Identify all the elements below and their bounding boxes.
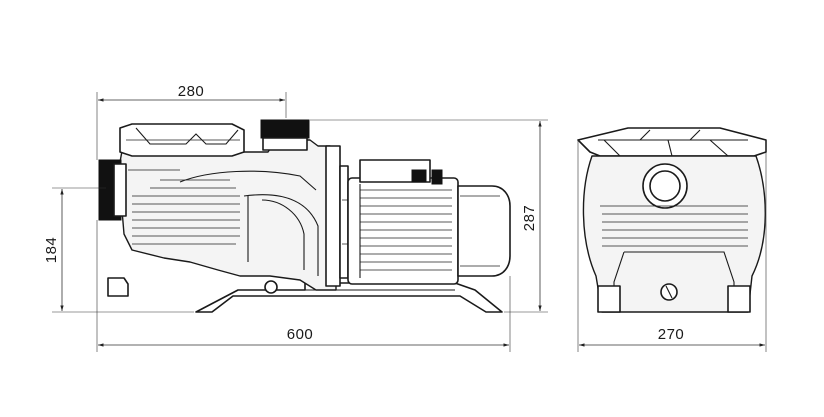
dim-184-label: 184 <box>43 237 60 264</box>
dimension-top-length: 280 <box>96 83 287 160</box>
dimension-inlet-height: 184 <box>43 187 194 313</box>
dim-600-label: 600 <box>287 326 314 343</box>
dim-287-label: 287 <box>521 205 538 232</box>
dimension-overall-length: 600 <box>96 220 511 352</box>
pump-side-view <box>98 119 511 313</box>
base-foot <box>195 282 503 313</box>
dimension-overall-width: 270 <box>577 140 767 352</box>
dim-280-label: 280 <box>178 83 205 100</box>
dim-270-label: 270 <box>658 326 685 343</box>
pump-end-view <box>577 127 767 313</box>
motor <box>347 159 511 285</box>
motor-flange <box>325 145 349 287</box>
dimension-overall-height: 287 <box>310 119 548 313</box>
pump-housing <box>98 119 337 297</box>
